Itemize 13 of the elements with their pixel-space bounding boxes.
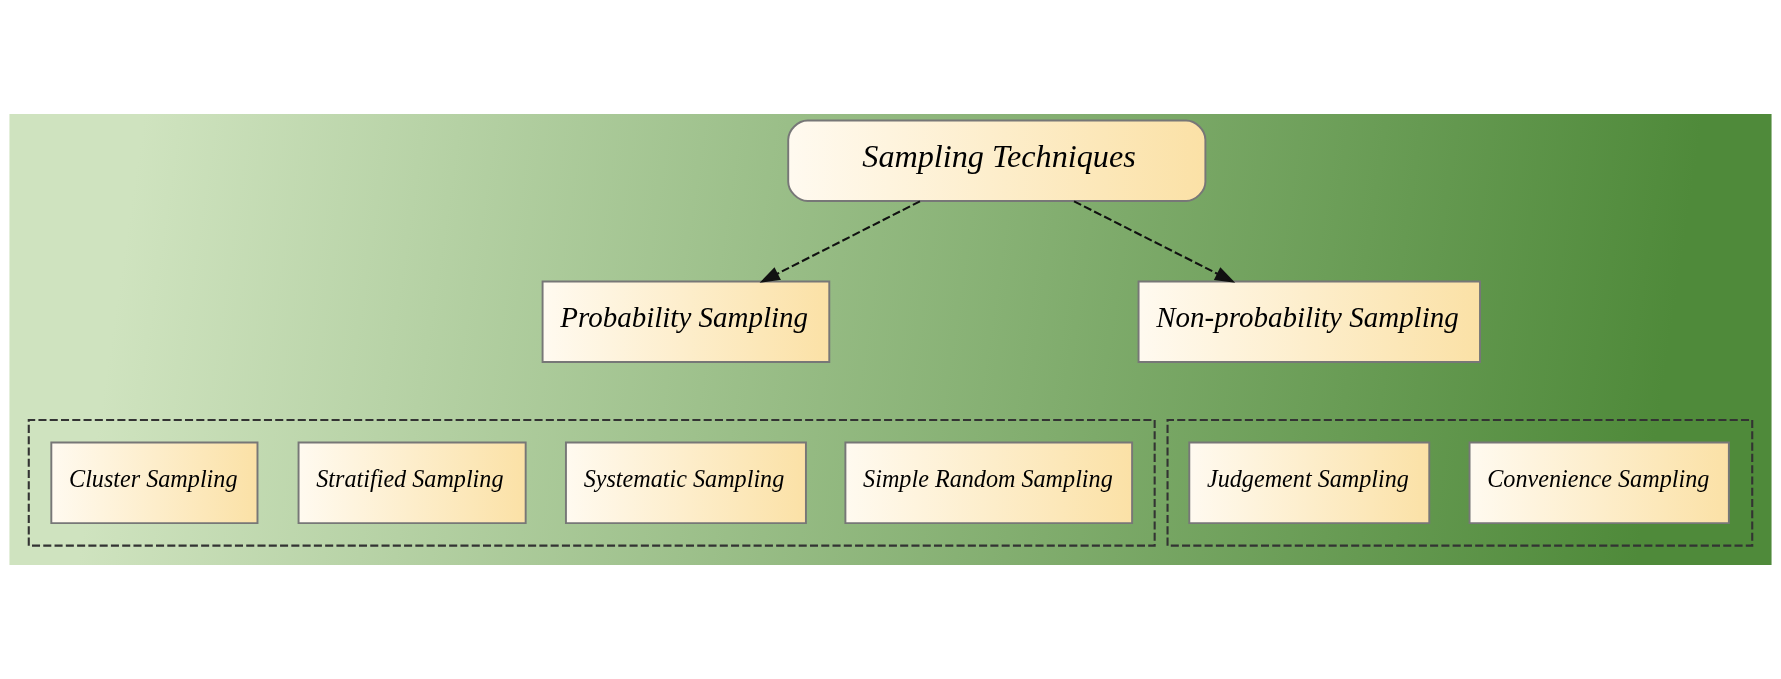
cluster: [27, 419, 1156, 547]
node-box: Systematic Sampling: [564, 441, 807, 525]
arrow: [759, 200, 921, 283]
arrow: [1073, 200, 1236, 283]
node-box: Non-probability Sampling: [1137, 280, 1481, 363]
node-box: Sampling Techniques: [787, 119, 1207, 202]
node-box: Probability Sampling: [541, 280, 831, 363]
node-box: Convenience Sampling: [1468, 441, 1730, 525]
node-box: Cluster Sampling: [50, 441, 259, 525]
cluster: [1166, 419, 1754, 547]
node-box: Stratified Sampling: [297, 441, 527, 525]
node-box: Simple Random Sampling: [844, 441, 1134, 525]
node-box: Judgement Sampling: [1188, 441, 1431, 525]
